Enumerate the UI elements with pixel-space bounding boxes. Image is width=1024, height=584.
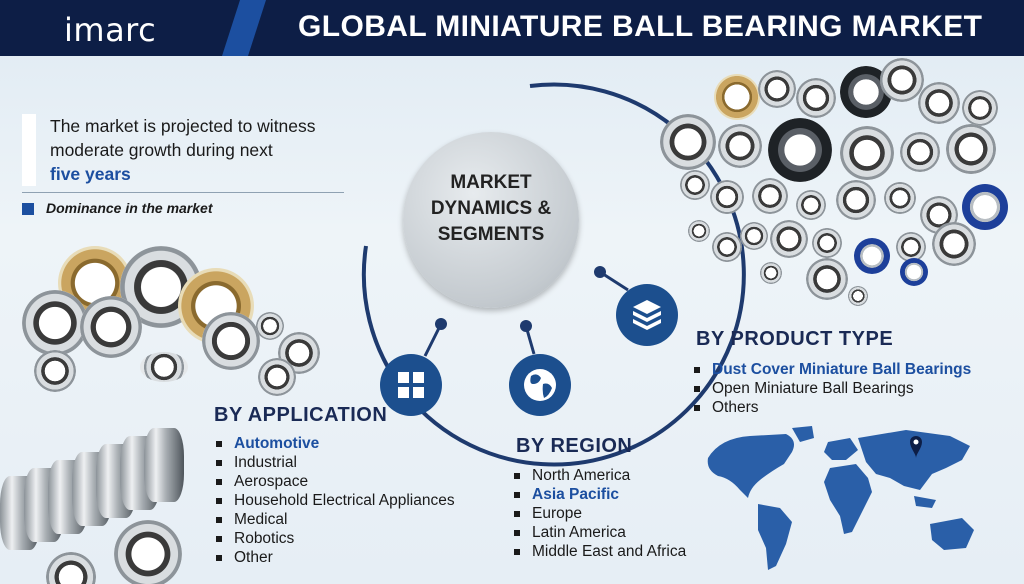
- intro-highlight: five years: [50, 164, 131, 184]
- map-africa: [824, 464, 872, 534]
- bearing-image: [796, 190, 826, 220]
- bearing-image: [900, 258, 928, 286]
- application-item: Household Electrical Appliances: [214, 491, 455, 510]
- globe-icon[interactable]: [509, 354, 571, 416]
- arc-node-application: [435, 318, 447, 330]
- bearing-image: [836, 180, 876, 220]
- bearing-image: [202, 312, 260, 370]
- grid-icon[interactable]: [380, 354, 442, 416]
- arc-node-region: [520, 320, 532, 332]
- bearing-image: [256, 312, 284, 340]
- map-south-america: [758, 504, 792, 570]
- location-pin-icon: [910, 436, 922, 458]
- bearing-image: [932, 222, 976, 266]
- region-item: Asia Pacific: [512, 485, 686, 504]
- bearing-image: [114, 520, 182, 584]
- application-item: Aerospace: [214, 472, 455, 491]
- bearing-image: [880, 58, 924, 102]
- world-map: [707, 426, 974, 570]
- bearing-image: [140, 352, 188, 382]
- application-item: Other: [214, 548, 455, 567]
- region-title: BY REGION: [516, 435, 633, 457]
- center-circle: [403, 132, 579, 308]
- bearing-image: [854, 238, 890, 274]
- application-item: Industrial: [214, 453, 455, 472]
- map-europe: [824, 438, 858, 460]
- grid-icon-glyph: [398, 372, 424, 398]
- product-item: Others: [692, 398, 971, 417]
- bearing-image: [752, 178, 788, 214]
- bearing-image: [884, 182, 916, 214]
- region-item: Latin America: [512, 523, 686, 542]
- page-title: GLOBAL MINIATURE BALL BEARING MARKET: [298, 10, 983, 43]
- bearing-image: [80, 296, 142, 358]
- product-title: BY PRODUCT TYPE: [696, 328, 894, 350]
- roller-image: [144, 428, 184, 502]
- bearing-image: [918, 82, 960, 124]
- bearing-image: [660, 114, 716, 170]
- bearing-image: [258, 358, 296, 396]
- region-item: Middle East and Africa: [512, 542, 686, 561]
- bearing-image: [946, 124, 996, 174]
- map-north-america: [707, 434, 794, 498]
- bearing-image: [812, 228, 842, 258]
- globe-icon-glyph: [524, 369, 556, 401]
- bearing-image: [714, 74, 760, 120]
- bearing-image: [768, 118, 832, 182]
- intro-text: The market is projected to witness moder…: [50, 114, 380, 186]
- box-stack-icon[interactable]: [616, 284, 678, 346]
- bearing-image: [796, 78, 836, 118]
- intro-sentence: The market is projected to witness moder…: [50, 116, 316, 160]
- map-southeast-asia: [914, 496, 936, 508]
- map-greenland: [792, 426, 814, 442]
- bearing-image: [758, 70, 796, 108]
- intro-accent-bar: [22, 114, 36, 186]
- box-stack-icon-glyph: [633, 300, 661, 330]
- brand-logo[interactable]: imarc: [64, 11, 157, 49]
- application-item: Robotics: [214, 529, 455, 548]
- bearing-image: [806, 258, 848, 300]
- bearing-image: [896, 232, 926, 262]
- bearing-image: [900, 132, 940, 172]
- product-item: Dust Cover Miniature Ball Bearings: [692, 360, 971, 379]
- bearing-image: [718, 124, 762, 168]
- region-item: North America: [512, 466, 686, 485]
- center-label: MARKET DYNAMICS & SEGMENTS: [430, 172, 552, 245]
- bearing-image: [840, 126, 894, 180]
- bearing-image: [962, 90, 998, 126]
- bearing-image: [22, 290, 88, 356]
- map-asia: [858, 430, 970, 490]
- bearing-image: [710, 180, 744, 214]
- bearing-image: [680, 170, 710, 200]
- application-item: Medical: [214, 510, 455, 529]
- legend-label: Dominance in the market: [46, 200, 213, 216]
- header-logo-panel: [0, 0, 250, 56]
- bearing-image: [770, 220, 808, 258]
- bearing-image: [740, 222, 768, 250]
- intro-divider: [22, 192, 344, 193]
- bearing-image: [848, 286, 868, 306]
- bearing-image: [760, 262, 782, 284]
- bearing-image: [688, 220, 710, 242]
- product-item: Open Miniature Ball Bearings: [692, 379, 971, 398]
- bearing-image: [712, 232, 742, 262]
- bearing-image: [962, 184, 1008, 230]
- application-title: BY APPLICATION: [214, 404, 388, 426]
- map-australia: [930, 518, 974, 550]
- application-item: Automotive: [214, 434, 455, 453]
- region-item: Europe: [512, 504, 686, 523]
- arc-node-product: [594, 266, 606, 278]
- bearing-image: [34, 350, 76, 392]
- legend-swatch: [22, 203, 34, 215]
- header-title-panel: [232, 0, 1024, 56]
